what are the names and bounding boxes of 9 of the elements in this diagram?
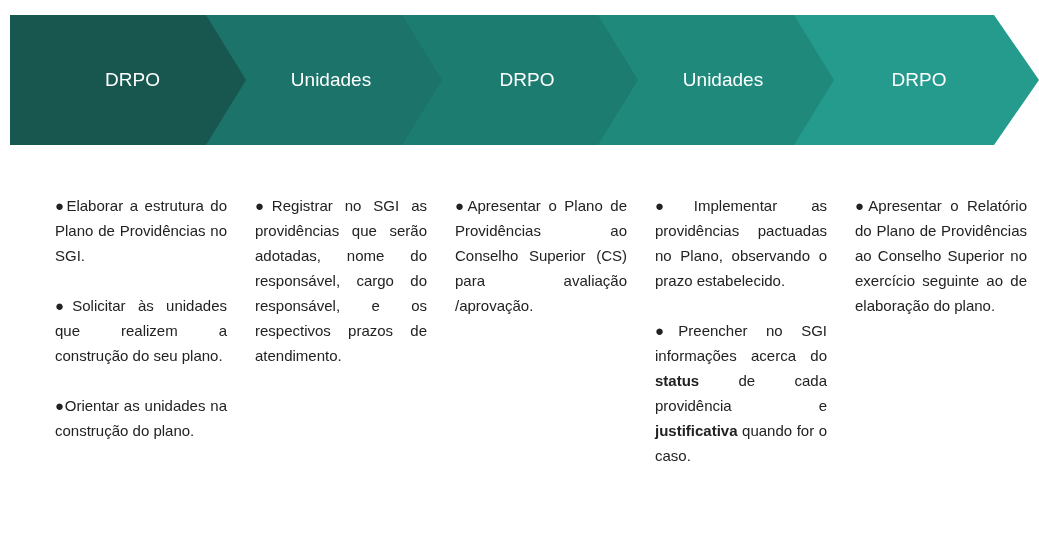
step-description: ●Elaborar a estrutura do Plano de Providências no SGI. bbox=[55, 196, 227, 266]
step-description: ●Apresentar o Plano de Providências ao Conselho Superior (CS) para avaliação /aprovação. bbox=[455, 196, 627, 316]
step-title: Unidades bbox=[681, 69, 764, 91]
step-description: ●Apresentar o Relatório do Plano de Providências ao Conselho Superior no exercício seguinte ao de elaboração do plano. bbox=[855, 196, 1027, 316]
step-title: Unidades bbox=[289, 69, 372, 91]
step-title: DRPO bbox=[105, 69, 160, 91]
step-title: DRPO bbox=[890, 69, 947, 91]
step-title: DRPO bbox=[498, 69, 555, 91]
step-description: ●Orientar as unidades na construção do plano. bbox=[55, 396, 227, 441]
